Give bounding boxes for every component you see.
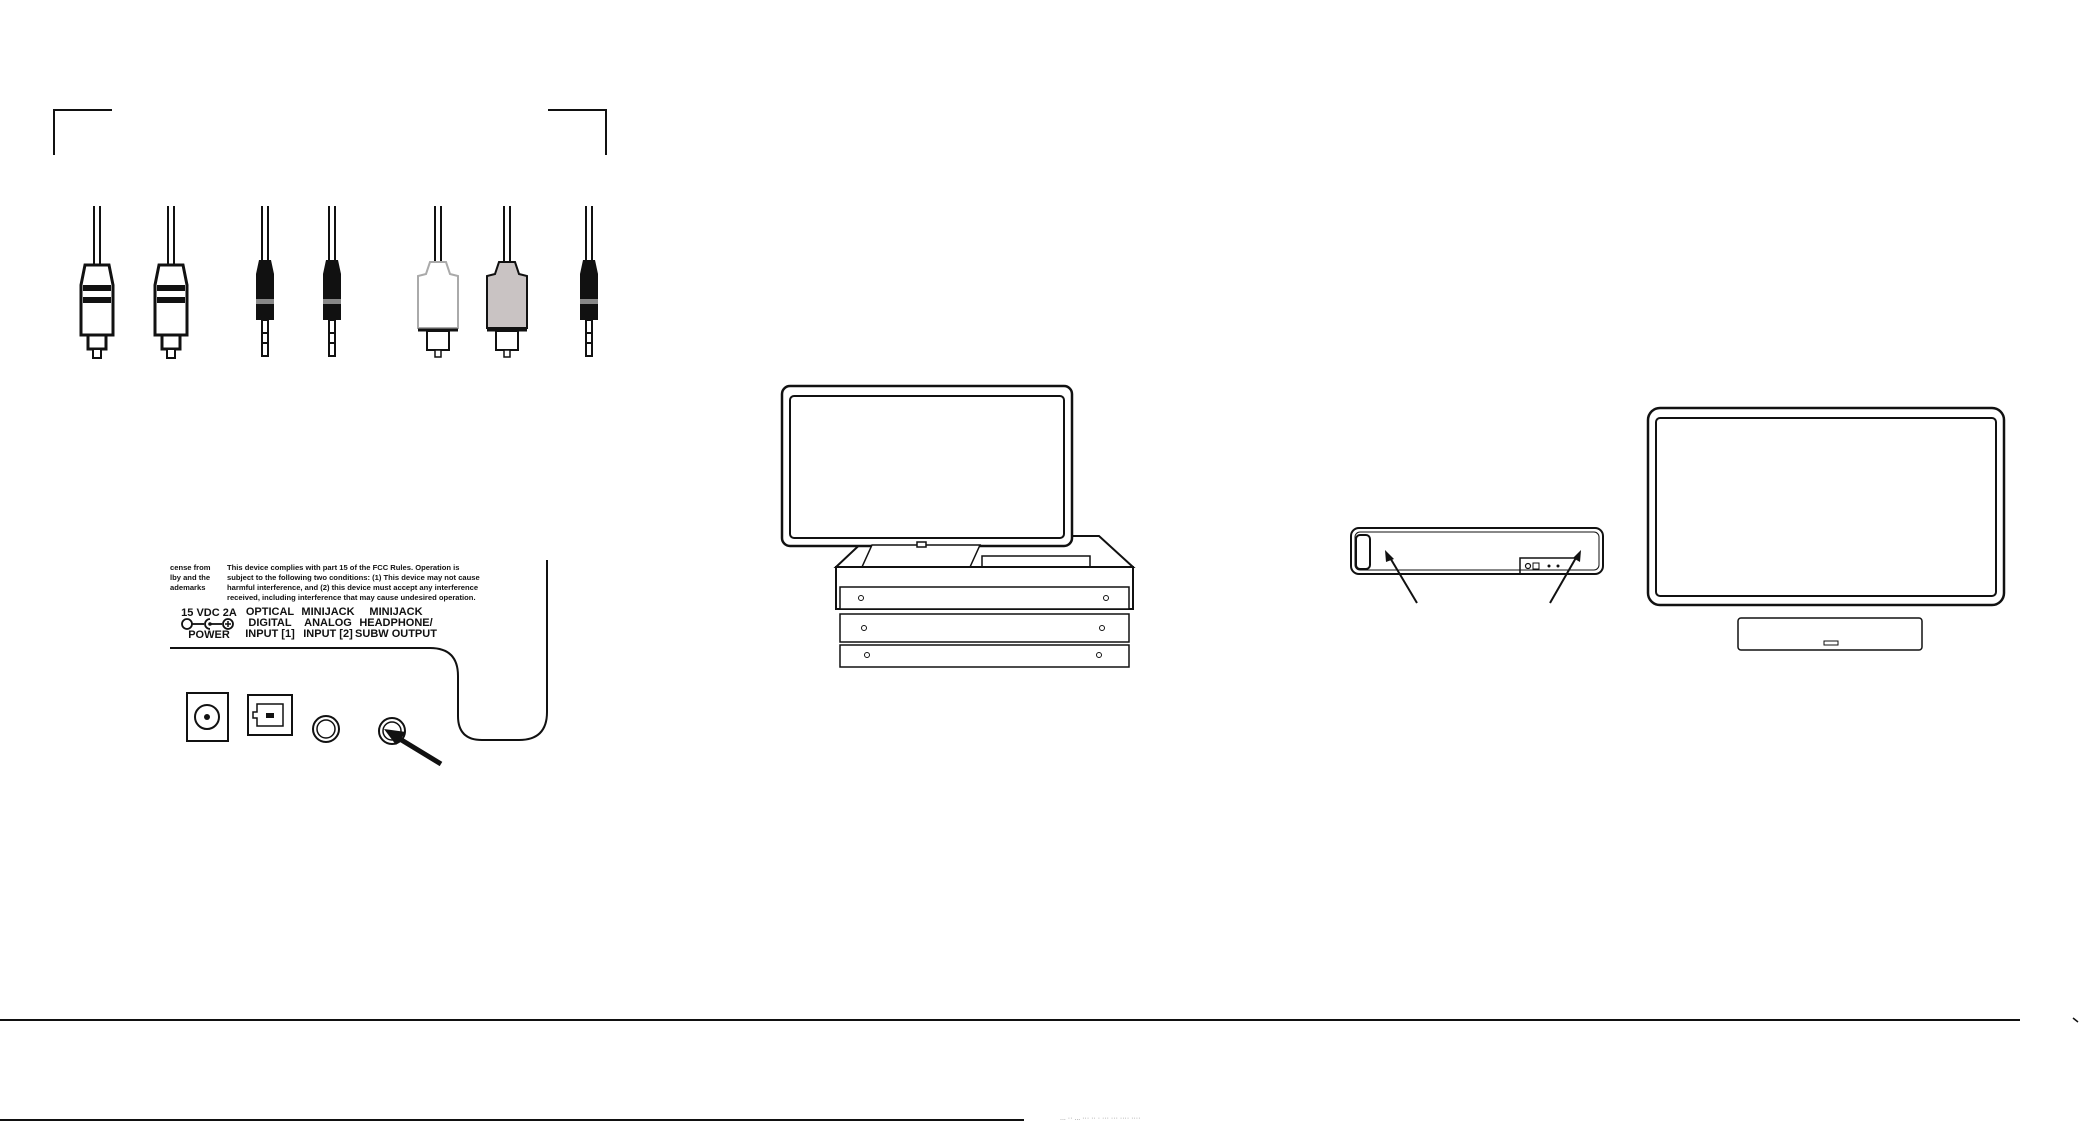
tv-on-cabinet [780,384,1136,668]
svg-text:MINIJACK: MINIJACK [369,606,422,618]
optical-port-label: OPTICAL DIGITAL INPUT [1] [245,606,295,640]
arrow-icon [384,729,443,767]
arrow-icon [1385,550,1418,604]
svg-text:HEADPHONE/: HEADPHONE/ [359,617,432,629]
power-port [186,692,229,742]
svg-text:SUBW OUTPUT: SUBW OUTPUT [355,628,437,640]
fcc-line: This device complies with part 15 of the… [227,563,460,572]
cut-text: cense from [170,563,211,572]
rca-plug-icon [417,206,459,358]
cables-box [53,109,607,155]
svg-text:MINIJACK: MINIJACK [301,606,354,618]
svg-text:DIGITAL: DIGITAL [248,617,291,629]
power-port-label: 15 VDC 2A POWER [181,607,237,641]
fcc-line: subject to the following two conditions:… [227,573,480,582]
arrow-icon [1549,550,1581,604]
optical-plug-icon [79,206,115,359]
svg-text:15 VDC 2A: 15 VDC 2A [181,607,237,619]
analog-port [312,715,340,743]
svg-text:INPUT [1]: INPUT [1] [245,628,295,640]
dc-polarity-icon [181,618,234,630]
optical-plug-icon [153,206,189,359]
fcc-line: received, including interference that ma… [227,593,476,602]
headphone-port-label: MINIJACK HEADPHONE/ SUBW OUTPUT [355,606,437,640]
footer-text: ... ·· ... ··· ·· · ··· ··· ···· ···· [1060,1115,1140,1121]
page-footer: ... ·· ... ··· ·· · ··· ··· ···· ···· [0,1017,2079,1121]
minijack-plug-icon [323,206,341,357]
svg-text:INPUT [2]: INPUT [2] [303,628,353,640]
minijack-plug-icon [580,206,598,357]
rear-panel [170,560,548,741]
minijack-plug-icon [256,206,274,357]
rca-plug-icon [486,206,528,358]
fcc-line: harmful interference, and (2) this devic… [227,583,478,592]
optical-port [247,694,293,736]
svg-text:ANALOG: ANALOG [304,617,352,629]
svg-text:OPTICAL: OPTICAL [246,606,295,618]
svg-text:POWER: POWER [188,629,230,641]
cut-text: lby and the [170,573,210,582]
cut-text: ademarks [170,583,205,592]
soundbar-front [1350,527,1604,575]
fcc-statement: This device complies with part 15 of the… [170,563,480,602]
tv-with-soundbar [1646,406,2006,651]
analog-port-label: MINIJACK ANALOG INPUT [2] [301,606,354,640]
